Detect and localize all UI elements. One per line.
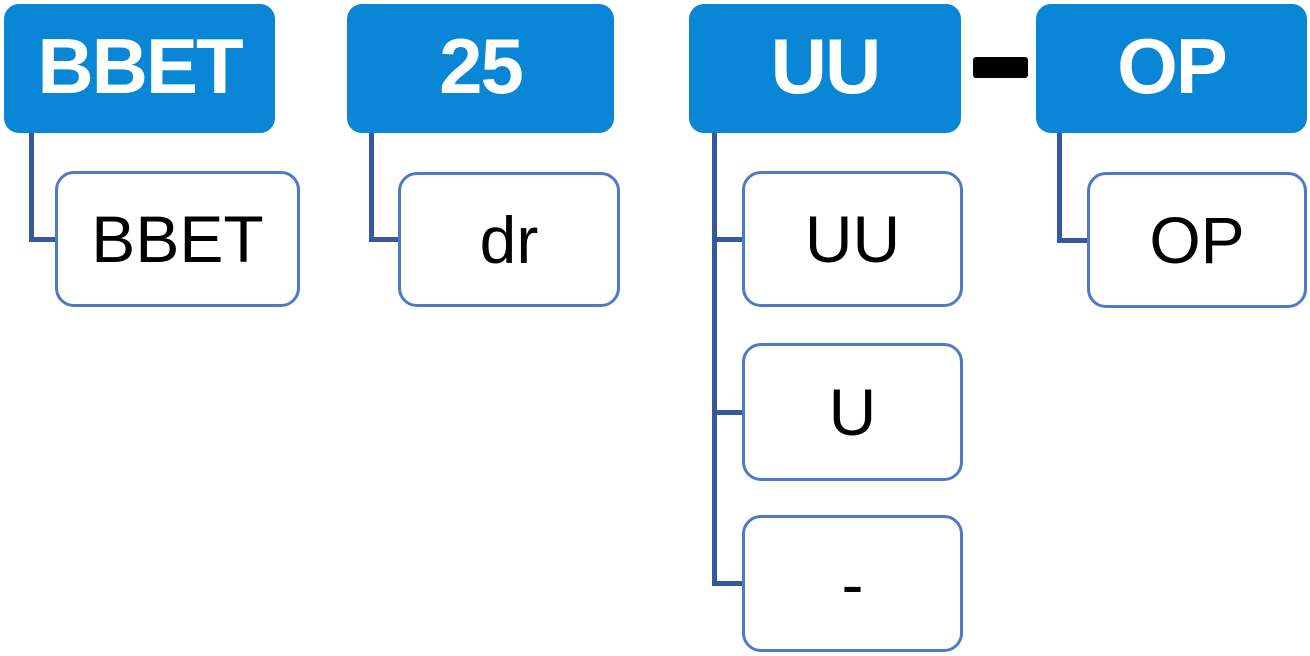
- child-node-uu: UU: [742, 171, 963, 307]
- header-node-bbet: BBET: [4, 4, 275, 133]
- connector-trunk-bbet: [29, 133, 34, 242]
- connector-trunk-25: [369, 133, 374, 242]
- connector-stub-uu-1: [712, 237, 742, 242]
- connector-stub-uu-2: [712, 410, 742, 415]
- connector-trunk-op: [1057, 133, 1062, 243]
- child-node-hyphen: -: [742, 515, 963, 652]
- header-node-uu: UU: [689, 4, 961, 133]
- connector-stub-bbet: [29, 237, 55, 242]
- connector-stub-25: [369, 237, 398, 242]
- child-node-dr: dr: [398, 172, 620, 307]
- minus-dash-icon: [973, 57, 1028, 78]
- child-node-bbet: BBET: [55, 171, 300, 307]
- child-node-op: OP: [1087, 172, 1307, 308]
- header-node-25: 25: [347, 4, 614, 133]
- connector-stub-uu-3: [712, 581, 742, 586]
- child-node-u: U: [742, 343, 963, 481]
- header-node-op: OP: [1036, 4, 1307, 133]
- connector-trunk-uu: [712, 133, 717, 586]
- connector-stub-op: [1057, 238, 1087, 243]
